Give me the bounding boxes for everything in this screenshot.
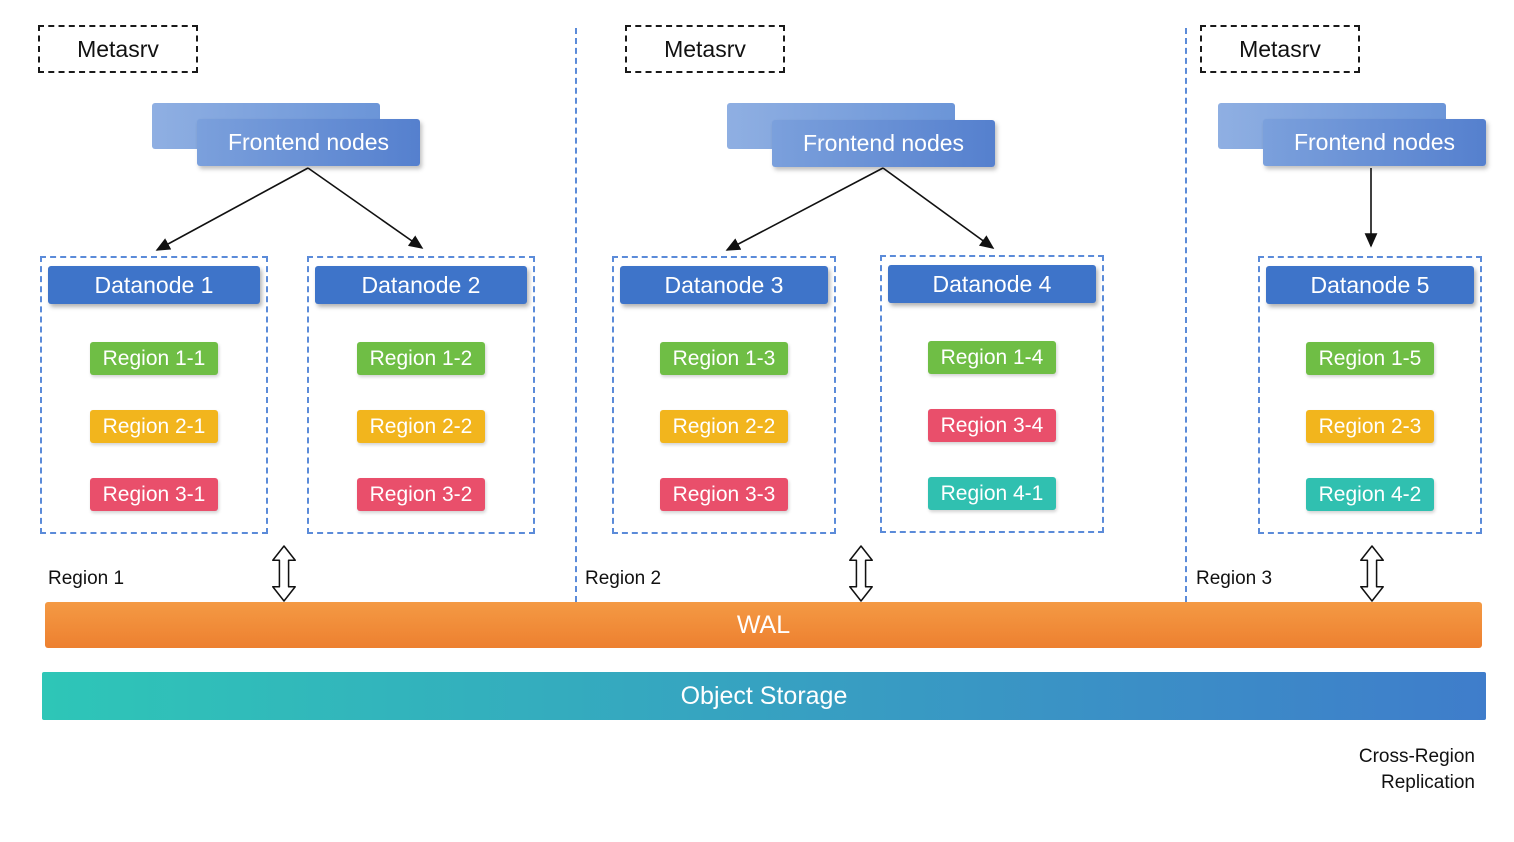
frontend-nodes-region3: Frontend nodes (1263, 119, 1486, 166)
metasrv-box-region2: Metasrv (625, 25, 785, 73)
region-chip: Region 4-2 (1305, 478, 1435, 511)
datanode-4-container: Datanode 4 Region 1-4 Region 3-4 Region … (880, 255, 1104, 533)
fork-arrow-region2 (725, 167, 995, 251)
region-chip: Region 1-1 (89, 342, 219, 375)
datanode-1-header: Datanode 1 (48, 266, 260, 304)
cross-region-line2: Replication (1381, 772, 1475, 793)
region-chip: Region 1-2 (356, 342, 486, 375)
datanode-3-container: Datanode 3 Region 1-3 Region 2-2 Region … (612, 256, 836, 534)
double-arrow-icon (272, 545, 296, 602)
fork-arrow-region1 (155, 167, 424, 251)
wal-bar: WAL (45, 602, 1482, 648)
region-chip: Region 2-2 (356, 410, 486, 443)
cross-region-note: Cross-Region Replication (1305, 744, 1475, 796)
region-chip: Region 4-1 (927, 477, 1057, 510)
metasrv-box-region1: Metasrv (38, 25, 198, 73)
region-chip: Region 2-3 (1305, 410, 1435, 443)
datanode-1-container: Datanode 1 Region 1-1 Region 2-1 Region … (40, 256, 268, 534)
double-arrow-icon (849, 545, 873, 602)
region-chip: Region 1-5 (1305, 342, 1435, 375)
datanode-2-container: Datanode 2 Region 1-2 Region 2-2 Region … (307, 256, 535, 534)
region-chip: Region 1-3 (659, 342, 789, 375)
frontend-nodes-region2: Frontend nodes (772, 120, 995, 167)
down-arrow-region3 (1364, 168, 1378, 248)
datanode-5-container: Datanode 5 Region 1-5 Region 2-3 Region … (1258, 256, 1482, 534)
cross-region-line1: Cross-Region (1358, 746, 1475, 767)
datanode-3-header: Datanode 3 (620, 266, 828, 304)
region-label-1: Region 1 (48, 568, 125, 589)
datanode-5-header: Datanode 5 (1266, 266, 1474, 304)
frontend-nodes-region1: Frontend nodes (197, 119, 420, 166)
region-chip: Region 2-2 (659, 410, 789, 443)
metasrv-box-region3: Metasrv (1200, 25, 1360, 73)
region-chip: Region 3-3 (659, 478, 789, 511)
region-chip: Region 2-1 (89, 410, 219, 443)
region-label-2: Region 2 (585, 568, 662, 589)
region-chip: Region 1-4 (927, 341, 1057, 374)
region-chip: Region 3-1 (89, 478, 219, 511)
region-separator-1 (575, 28, 577, 602)
region-chip: Region 3-2 (356, 478, 486, 511)
datanode-4-header: Datanode 4 (888, 265, 1096, 303)
datanode-2-header: Datanode 2 (315, 266, 527, 304)
double-arrow-icon (1360, 545, 1384, 602)
region-separator-2 (1185, 28, 1187, 602)
region-label-3: Region 3 (1196, 568, 1273, 589)
object-storage-bar: Object Storage (42, 672, 1486, 720)
region-chip: Region 3-4 (927, 409, 1057, 442)
